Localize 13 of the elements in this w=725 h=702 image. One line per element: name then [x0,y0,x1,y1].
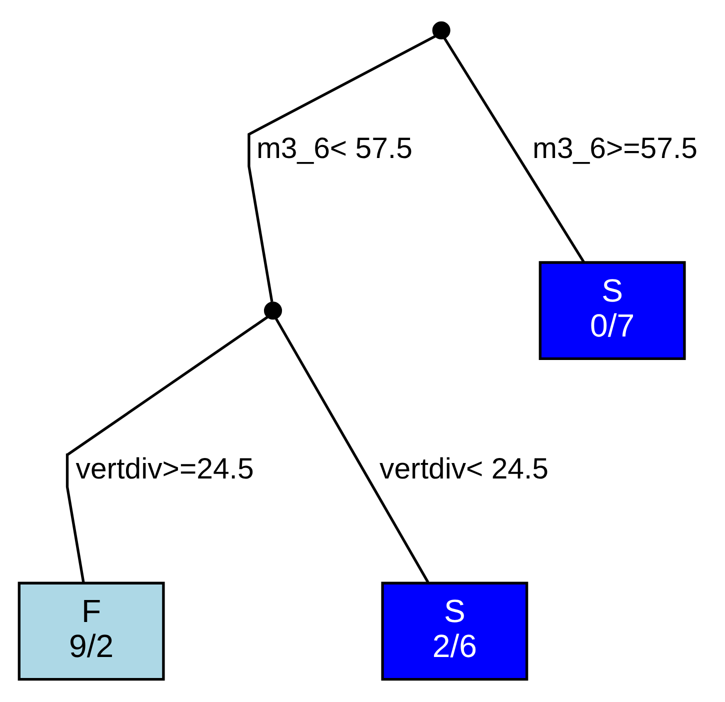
edge-label: vertdiv< 24.5 [380,452,549,486]
node-point [264,302,282,320]
edge-label: vertdiv>=24.5 [76,452,254,486]
node-box: F 9/2 [18,582,165,681]
connector [66,316,269,584]
node-point [432,21,450,40]
connector [274,318,430,584]
connector [443,37,585,263]
node-box: S 0/7 [538,261,686,360]
edge-label: m3_6>=57.5 [532,132,698,165]
node-box: S 2/6 [381,582,528,681]
edge-label: m3_6< 57.5 [256,132,412,165]
connector [248,34,436,302]
